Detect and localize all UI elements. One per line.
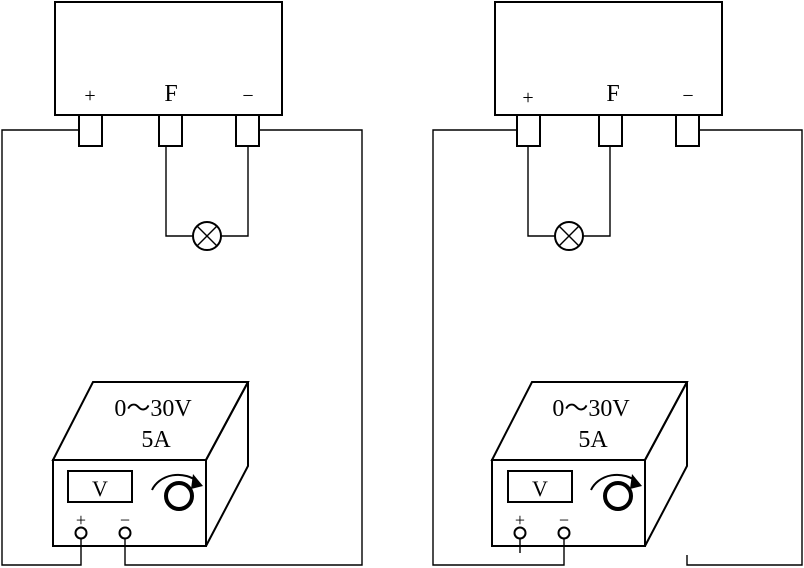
wire-lamp-right — [221, 146, 249, 237]
terminal-plus-label: + — [522, 87, 533, 109]
wire-right — [686, 129, 803, 566]
psu-side-face — [644, 381, 688, 547]
psu-plus-terminal[interactable] — [513, 526, 527, 540]
psu-plus-label: + — [515, 510, 525, 530]
wire-plus — [1, 129, 82, 566]
terminal-plus-label: + — [84, 85, 95, 107]
circuit-left: + F − 0～30V 5A V — [1, 1, 363, 566]
terminal-plus[interactable] — [516, 114, 541, 147]
circuit-right: + F − 0～30V 5A V — [432, 1, 803, 566]
rotary-knob-icon[interactable] — [151, 473, 203, 511]
terminal-f-label: F — [164, 81, 177, 107]
voltmeter-label: V — [92, 476, 108, 501]
terminal-minus-label: − — [242, 85, 253, 107]
terminal-f-label: F — [606, 81, 619, 107]
terminal-f[interactable] — [598, 114, 623, 147]
psu-current-label: 5A — [141, 427, 171, 453]
psu-front-face — [52, 459, 207, 547]
rotary-knob-icon[interactable] — [590, 473, 642, 511]
wire-plus — [432, 129, 565, 566]
wire-lamp-right — [583, 146, 611, 237]
psu-voltage-label: 0～30V — [114, 396, 192, 422]
terminal-minus-label: − — [682, 85, 693, 107]
wire-lamp-left — [527, 146, 555, 237]
power-supply: 0～30V 5A V + − — [51, 381, 250, 547]
psu-minus-label: − — [559, 510, 569, 530]
terminal-f[interactable] — [158, 114, 183, 147]
lamp-x-icon — [192, 221, 222, 251]
psu-current-label: 5A — [578, 427, 608, 453]
terminal-minus[interactable] — [675, 114, 700, 147]
lamp-x-icon — [554, 221, 584, 251]
power-supply: 0～30V 5A V + − — [490, 381, 689, 547]
psu-minus-label: − — [120, 510, 130, 530]
terminal-plus[interactable] — [78, 114, 103, 147]
psu-plus-terminal[interactable] — [74, 526, 88, 540]
terminal-minus[interactable] — [235, 114, 260, 147]
voltmeter-label: V — [532, 476, 548, 501]
wire-minus — [124, 129, 363, 566]
psu-plus-label: + — [76, 510, 86, 530]
psu-side-face — [205, 381, 249, 547]
voltmeter-window — [507, 470, 573, 503]
psu-minus-terminal[interactable] — [557, 526, 571, 540]
psu-voltage-label: 0～30V — [552, 396, 630, 422]
voltmeter-window — [67, 470, 133, 503]
psu-minus-terminal[interactable] — [118, 526, 132, 540]
wire-lamp-left — [165, 146, 193, 237]
psu-front-face — [491, 459, 646, 547]
